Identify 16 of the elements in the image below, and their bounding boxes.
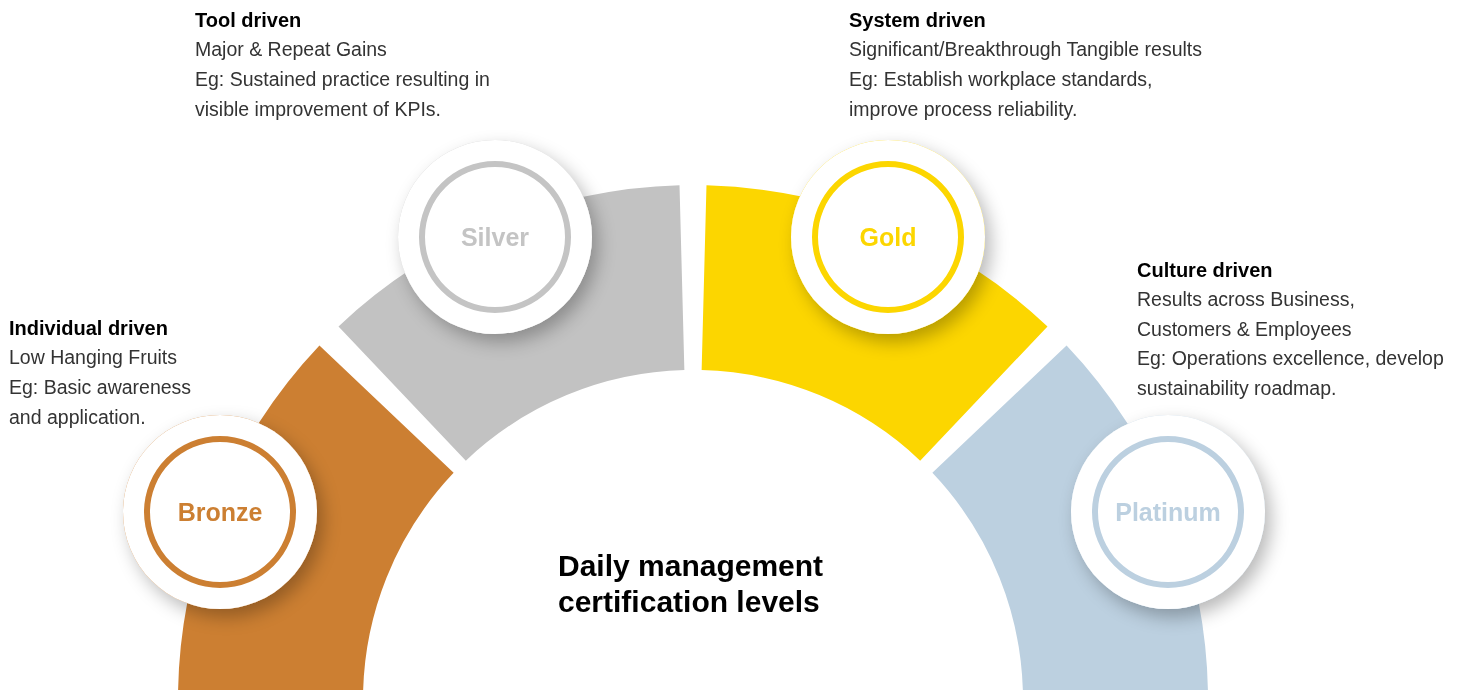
level-description: Results across Business, Customers & Employees	[1137, 287, 1356, 342]
level-medallion: Gold	[791, 140, 985, 334]
level-description: Eg: Basic awareness and application.	[9, 375, 193, 430]
level-description: Major & Repeat Gains	[195, 37, 388, 62]
level-description: Significant/Breakthrough Tangible results	[849, 37, 1204, 62]
level-description: Eg: Operations excellence, develop sustainability roadmap.	[1137, 346, 1445, 401]
level-description: Eg: Sustained practice resulting in visible improvement of KPIs.	[195, 67, 491, 122]
level-heading: Culture driven	[1137, 258, 1273, 283]
level-description: Eg: Establish workplace standards, improve process reliability.	[849, 67, 1154, 122]
level-heading: System driven	[849, 8, 986, 33]
level-medallion: Platinum	[1071, 415, 1265, 609]
level-description: Low Hanging Fruits	[9, 345, 178, 370]
level-heading: Individual driven	[9, 316, 168, 341]
diagram-title: Daily management certification levels	[558, 548, 825, 620]
level-medallion: Silver	[398, 140, 592, 334]
level-heading: Tool driven	[195, 8, 302, 33]
